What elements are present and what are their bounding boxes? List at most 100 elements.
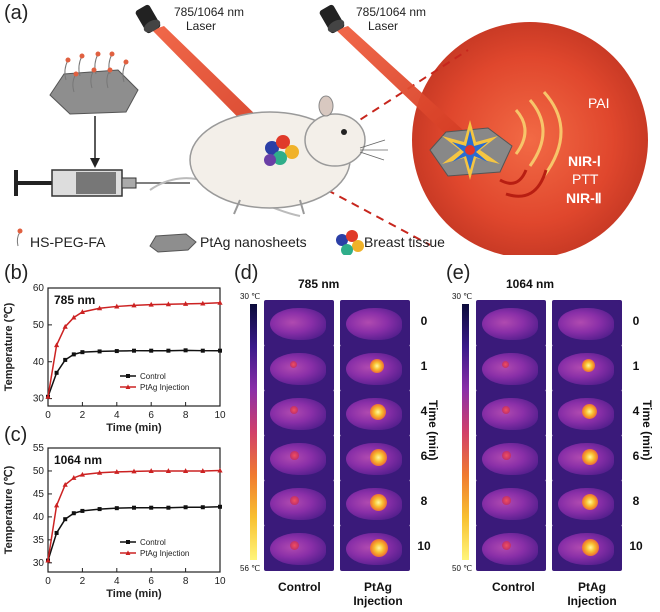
data-point-control [132, 505, 136, 510]
y-tick-label: 40 [33, 357, 45, 368]
photoacoustic-waves-icon [514, 91, 563, 177]
legend-nanosheet-icon [149, 233, 197, 253]
data-point-control [114, 349, 119, 354]
data-point-ptag [148, 301, 154, 307]
panel-e-col-control: Control [492, 580, 535, 594]
panel-d-colorbar [250, 304, 257, 560]
hotspot-icon [370, 494, 388, 512]
data-point-control [63, 517, 68, 522]
syringe-icon [14, 169, 190, 197]
thermal-image-control-t1 [264, 345, 334, 391]
plot-frame [47, 287, 221, 407]
data-point-ptag [131, 468, 137, 474]
mouse-thermal-silhouette [270, 488, 326, 520]
legend-marker [126, 374, 130, 378]
y-tick-label: 35 [33, 535, 45, 546]
chart-annotation: 1064 nm [54, 453, 102, 467]
panel-d-scale-bottom: 56 ℃ [240, 564, 261, 573]
panel-label-c: (c) [4, 424, 28, 446]
panel-label-b: (b) [4, 262, 29, 284]
data-point-control [71, 511, 76, 516]
thermal-image-ptag-t1 [552, 345, 622, 391]
thermal-image-ptag-t10 [552, 525, 622, 571]
data-point-control [97, 507, 102, 512]
thermal-image-control-t0 [264, 300, 334, 346]
panel-label-a: (a) [4, 2, 29, 24]
ptt-label: PTT [572, 171, 599, 187]
y-tick-label: 55 [33, 443, 45, 454]
legend-peg-label: HS-PEG-FA [30, 234, 106, 250]
panel-d-title: 785 nm [298, 277, 340, 291]
hotspot-icon [502, 361, 510, 369]
x-tick-label: 6 [148, 576, 154, 587]
mouse-thermal-silhouette [482, 443, 538, 475]
mouse-thermal-silhouette [270, 308, 326, 340]
thermal-image-control-t10 [476, 525, 546, 571]
legend-tissue-icon [336, 230, 364, 255]
y-tick-label: 30 [33, 558, 45, 569]
data-point-control [166, 505, 171, 510]
nir2-label: NIR-Ⅱ [566, 190, 602, 206]
hotspot-icon [582, 494, 599, 511]
data-point-control [54, 530, 59, 535]
data-point-control [114, 506, 119, 511]
data-point-control [149, 505, 154, 510]
legend-label: Control [140, 372, 166, 381]
mouse-thermal-silhouette [270, 533, 326, 565]
data-point-control [200, 348, 205, 353]
time-label: 4 [632, 404, 640, 418]
data-point-ptag [114, 303, 120, 309]
thermal-image-ptag-t0 [340, 300, 410, 346]
legend-label: PtAg Injection [140, 383, 189, 392]
time-label: 6 [420, 449, 428, 463]
data-point-ptag [62, 323, 68, 329]
legend-label: Control [140, 538, 166, 547]
panel-e-scale-top: 30 ℃ [452, 292, 473, 301]
hotspot-icon [290, 406, 299, 415]
y-tick-label: 50 [33, 320, 45, 331]
data-point-ptag [97, 305, 103, 311]
chart-annotation: 785 nm [54, 293, 95, 307]
laser-head-right-icon [319, 4, 345, 34]
hotspot-icon [290, 496, 299, 505]
thermal-image-ptag-t4 [340, 390, 410, 436]
data-point-ptag [217, 299, 223, 305]
y-tick-label: 40 [33, 512, 45, 523]
data-point-ptag [131, 302, 137, 308]
panel-d-col-control: Control [278, 580, 321, 594]
pai-label: PAI [588, 95, 610, 111]
mouse-thermal-silhouette [482, 533, 538, 565]
legend-label: PtAg Injection [140, 549, 189, 558]
data-point-ptag [165, 468, 171, 473]
data-point-control [80, 350, 85, 355]
data-point-ptag [183, 301, 189, 306]
legend-peg-icon [16, 228, 23, 247]
hotspot-icon [582, 404, 598, 420]
thermal-image-ptag-t6 [552, 435, 622, 481]
x-tick-label: 6 [148, 410, 154, 421]
hotspot-icon [502, 406, 511, 415]
mouse-thermal-silhouette [558, 308, 614, 340]
laser-label-right-2: Laser [368, 19, 398, 33]
legend-nanosheet-label: PtAg nanosheets [200, 234, 307, 250]
hotspot-icon [370, 404, 386, 420]
panel-label-d: (d) [234, 262, 259, 284]
y-axis-label: Temperature (℃) [3, 302, 15, 391]
data-point-control [54, 370, 59, 375]
data-point-ptag [97, 470, 103, 475]
y-axis-label: Temperature (℃) [3, 465, 15, 554]
hotspot-icon [502, 451, 511, 460]
mouse-thermal-silhouette [346, 308, 402, 340]
x-tick-label: 2 [80, 410, 86, 421]
time-label: 4 [420, 404, 428, 418]
data-point-ptag [45, 393, 51, 399]
thermal-image-ptag-t8 [340, 480, 410, 526]
data-point-ptag [71, 314, 77, 320]
panel-e-title: 1064 nm [506, 277, 555, 291]
legend-marker [125, 384, 131, 389]
x-tick-label: 2 [80, 576, 86, 587]
hotspot-icon [582, 539, 599, 556]
